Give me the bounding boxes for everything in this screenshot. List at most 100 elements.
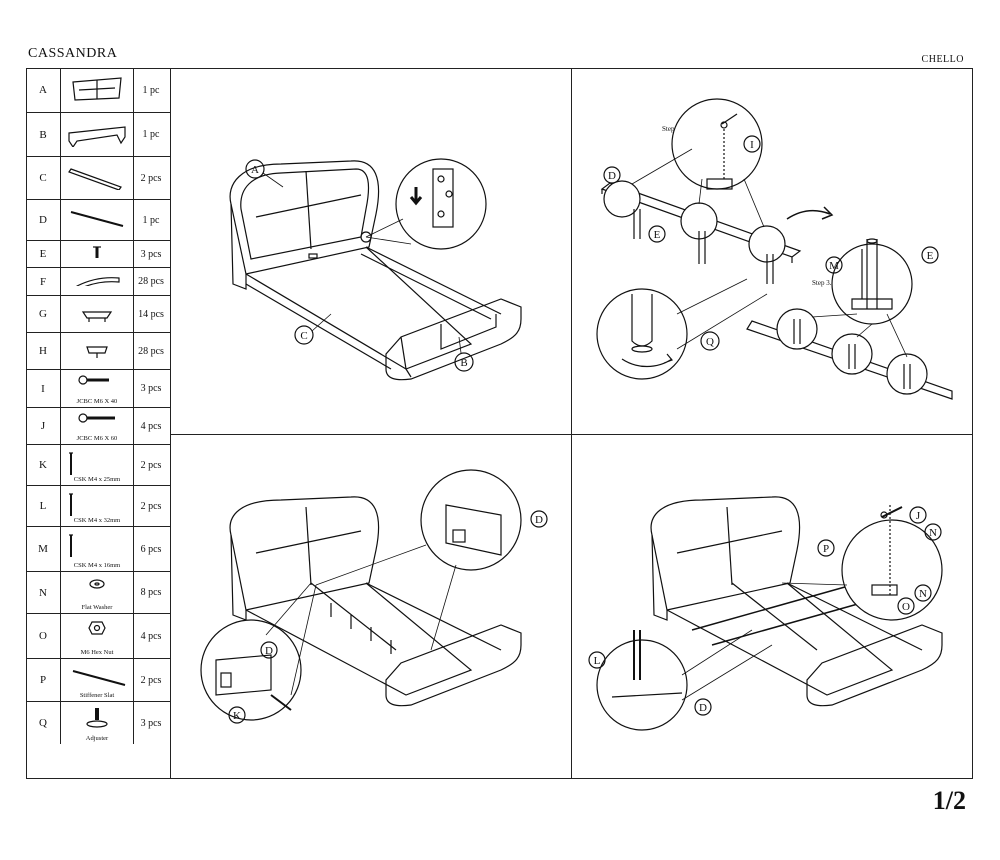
- part-quantity: 3 pcs: [140, 717, 162, 729]
- svg-text:A: A: [251, 164, 259, 176]
- callout-O: O: [897, 597, 915, 615]
- svg-text:P: P: [823, 543, 829, 555]
- svg-text:N: N: [919, 588, 927, 600]
- document-subtitle: CHELLO: [921, 54, 964, 65]
- part-spec-label: M6 Hex Nut: [80, 649, 114, 656]
- part-illustration: [60, 241, 134, 267]
- bed-frame-illustration: [229, 160, 522, 381]
- part-row: B 1 pc: [26, 113, 170, 157]
- part-letter: N: [39, 586, 47, 599]
- part-row: D 1 pc: [26, 200, 170, 241]
- part-illustration: Flat Washer: [60, 572, 134, 613]
- part-quantity: 28 pcs: [138, 345, 164, 357]
- part-letter: G: [39, 308, 47, 320]
- svg-text:M: M: [829, 260, 839, 272]
- part-illustration: [60, 68, 134, 112]
- svg-text:K: K: [233, 710, 241, 722]
- document-title: CASSANDRA: [28, 46, 118, 61]
- callout-N: N: [924, 523, 942, 541]
- part-quantity: 8 pcs: [140, 587, 162, 598]
- part-quantity: 6 pcs: [140, 543, 162, 555]
- part-quantity: 4 pcs: [140, 420, 162, 432]
- part-illustration: [60, 333, 134, 369]
- leg-icon: [93, 246, 101, 258]
- part-illustration: CSK M4 x 32mm: [60, 486, 134, 526]
- callout-D: D: [603, 166, 621, 184]
- part-letter: F: [39, 275, 47, 288]
- step-3-2-label: Step 3.2: [812, 279, 835, 287]
- svg-text:D: D: [699, 702, 707, 714]
- washer-icon: [89, 579, 105, 589]
- part-quantity: 1 pc: [142, 214, 160, 226]
- part-quantity: 14 pcs: [138, 308, 164, 320]
- svg-text:D: D: [608, 170, 616, 182]
- part-illustration: Stiffener Slat: [60, 659, 134, 701]
- assembly-step-2-panel: D D K: [171, 435, 571, 779]
- center-rail-icon: [70, 211, 124, 227]
- svg-text:B: B: [460, 357, 467, 369]
- step-3-1-label: Step 3.1: [662, 125, 685, 133]
- part-quantity: 1 pc: [142, 129, 160, 140]
- part-spec-label: Adjuster: [85, 735, 109, 742]
- part-illustration: CSK M4 x 16mm: [60, 527, 134, 571]
- slat-icon: [76, 277, 120, 286]
- detail-zoom-circle: [395, 158, 487, 250]
- footboard-icon: [68, 126, 126, 147]
- part-illustration: [60, 296, 134, 332]
- part-spec-label: Stiffener Slat: [79, 692, 115, 699]
- part-spec-label: JCBC M6 X 60: [76, 435, 118, 442]
- part-letter: B: [39, 128, 47, 141]
- instruction-sheet-frame: [26, 68, 973, 779]
- svg-text:E: E: [927, 250, 934, 262]
- part-quantity: 3 pcs: [140, 248, 162, 260]
- part-letter: M: [38, 543, 48, 555]
- svg-text:N: N: [929, 527, 937, 539]
- screw-icon: [69, 534, 73, 557]
- divider: [170, 68, 171, 779]
- part-illustration: M6 Hex Nut: [60, 614, 134, 658]
- svg-text:D: D: [265, 645, 273, 657]
- part-quantity: 2 pcs: [140, 674, 162, 686]
- part-letter: H: [39, 345, 47, 357]
- callout-B: B: [454, 336, 474, 372]
- svg-text:E: E: [654, 229, 661, 241]
- callout-I: I: [743, 135, 761, 153]
- screw-icon: [69, 493, 73, 516]
- part-spec-label: CSK M4 x 32mm: [73, 517, 121, 524]
- part-letter: C: [39, 172, 47, 184]
- part-illustration: JCBC M6 X 40: [60, 370, 134, 407]
- part-letter: K: [39, 459, 47, 471]
- callout-E: E: [648, 225, 666, 243]
- part-illustration: [60, 268, 134, 295]
- adjuster-icon: [86, 708, 108, 728]
- svg-text:I: I: [750, 139, 754, 151]
- callout-D-2: D: [260, 641, 278, 659]
- svg-text:L: L: [594, 655, 601, 667]
- callout-N-2: N: [914, 584, 932, 602]
- callout-P: P: [817, 539, 835, 557]
- callout-M: M: [825, 256, 843, 274]
- svg-text:C: C: [300, 330, 307, 342]
- part-illustration: JCBC M6 X 60: [60, 408, 134, 444]
- divider: [170, 434, 973, 435]
- headboard-icon: [72, 77, 122, 101]
- part-letter: O: [39, 630, 47, 642]
- part-letter: D: [39, 214, 47, 226]
- svg-text:J: J: [916, 510, 921, 522]
- assembly-step-1-panel: A B C: [171, 69, 571, 434]
- svg-text:O: O: [902, 601, 910, 613]
- part-letter: Q: [39, 717, 47, 729]
- part-quantity: 4 pcs: [140, 630, 162, 642]
- assembly-step-4-panel: J N P N O L D: [572, 435, 973, 779]
- page-number: 1/2: [932, 786, 966, 815]
- svg-text:Q: Q: [706, 336, 714, 348]
- part-letter: L: [39, 500, 47, 512]
- part-quantity: 3 pcs: [140, 383, 162, 394]
- divider: [571, 68, 572, 779]
- part-row: Q Adjuster 3 pcs: [26, 702, 170, 744]
